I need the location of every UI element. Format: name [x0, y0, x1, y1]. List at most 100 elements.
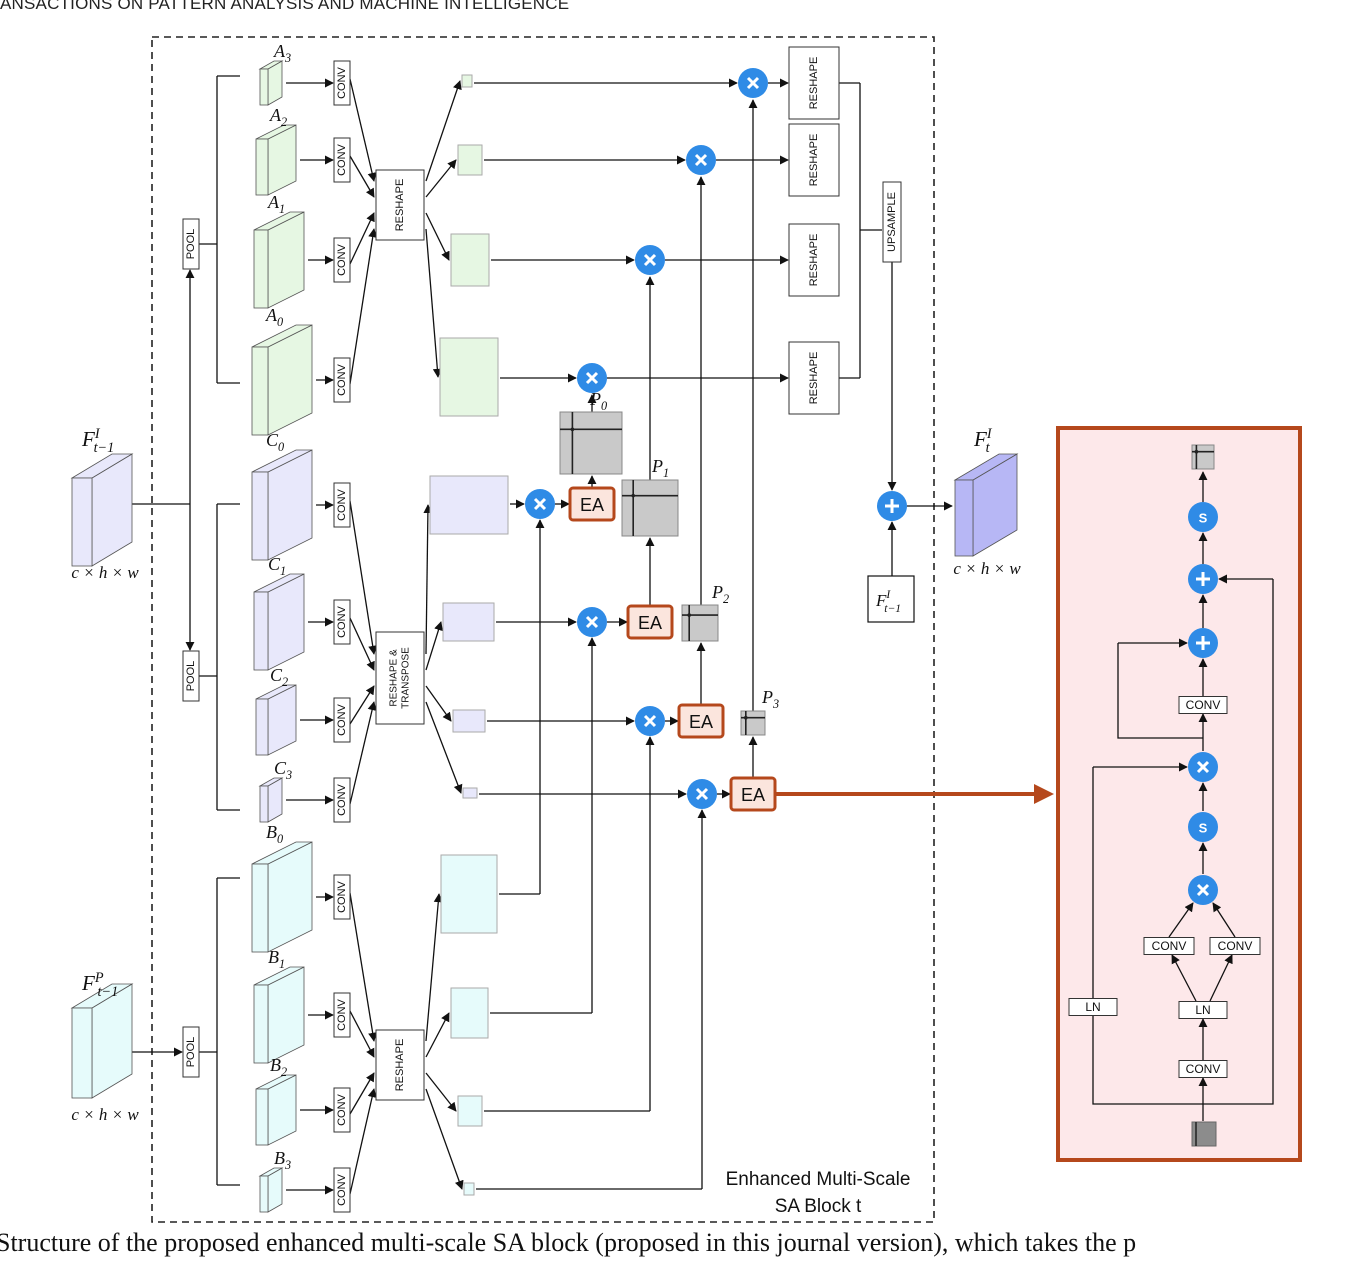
ea-0-label: EA — [580, 495, 604, 515]
arrow — [349, 212, 375, 265]
map-C1 — [442, 602, 495, 642]
arrow — [349, 1072, 375, 1115]
input-P-dims: c × h × w — [71, 1105, 139, 1124]
label-B3: B3 — [274, 1148, 291, 1172]
reshape-A: RESHAPE — [375, 169, 425, 241]
arrow — [349, 685, 375, 725]
ea-2-label: EA — [689, 712, 713, 732]
ea-1-label: EA — [638, 613, 662, 633]
output-feature — [953, 453, 1019, 557]
panel-sigmoid-mid-label: S — [1199, 821, 1208, 836]
map-A0 — [439, 337, 499, 417]
panel-conv-bottom-label: CONV — [1186, 1062, 1221, 1076]
label-C2: C2 — [270, 665, 288, 689]
reshape-A-label: RESHAPE — [394, 179, 406, 232]
mult-A1 — [635, 245, 665, 275]
panel-conv-bottom: CONV — [1178, 1060, 1228, 1078]
arrow — [423, 504, 433, 655]
panel-mult-bottom — [1188, 875, 1218, 905]
map-C0 — [429, 475, 509, 535]
feature-B1 — [253, 966, 305, 1064]
input-I-dims: c × h × w — [71, 563, 139, 582]
feature-B2 — [255, 1074, 297, 1146]
panel-conv-top-label: CONV — [1186, 698, 1221, 712]
feature-A3 — [258, 60, 284, 106]
panel-lines — [1092, 471, 1274, 1121]
conv-A2: CONV — [333, 137, 351, 183]
panel-conv-left-label: CONV — [1152, 939, 1187, 953]
conv-A0: CONV — [333, 357, 351, 403]
reshape-B: RESHAPE — [375, 1029, 425, 1101]
conv-C3: CONV — [333, 777, 351, 823]
attention-map-P2 — [681, 604, 719, 642]
conv-B1-label: CONV — [336, 998, 348, 1030]
mult-C2 — [635, 706, 665, 736]
connection-lines — [132, 75, 953, 1195]
label-A0: A0 — [265, 305, 283, 329]
conv-A3-label: CONV — [336, 66, 348, 98]
label-B0: B0 — [266, 822, 283, 846]
conv-B0: CONV — [333, 874, 351, 920]
mult-C0 — [525, 489, 555, 519]
label-A1: A1 — [267, 192, 285, 216]
map-C2 — [452, 709, 486, 733]
figure-caption: Structure of the proposed enhanced multi… — [0, 1228, 1137, 1257]
panel-ln-left-label: LN — [1085, 1000, 1100, 1014]
ea-1: EA — [626, 604, 674, 640]
feature-B3 — [258, 1167, 284, 1213]
mult-A0 — [577, 363, 607, 393]
arrow — [425, 701, 463, 794]
map-A2 — [457, 144, 483, 176]
label-C3: C3 — [274, 758, 292, 782]
label-P0: P0 — [589, 389, 607, 413]
ea-2: EA — [677, 703, 725, 739]
pool-B-label: POOL — [185, 1037, 197, 1068]
ea-3-label: EA — [741, 785, 765, 805]
conv-A2-label: CONV — [336, 143, 348, 175]
arrow — [1171, 954, 1197, 1002]
conv-A0-label: CONV — [336, 363, 348, 395]
residual-input — [867, 575, 915, 623]
panel-conv-left: CONV — [1143, 937, 1195, 955]
map-B2 — [457, 1095, 483, 1127]
ea-detail-panel — [1056, 426, 1302, 1162]
reshape-out-1-label: RESHAPE — [808, 234, 820, 287]
conv-A3: CONV — [333, 60, 351, 106]
map-B0 — [440, 854, 498, 934]
label-P2: P2 — [711, 582, 729, 606]
feature-C1 — [253, 573, 305, 671]
pool-C-label: POOL — [185, 661, 197, 692]
conv-B3-label: CONV — [336, 1173, 348, 1205]
panel-ln-center: LN — [1178, 1001, 1228, 1019]
conv-C1-label: CONV — [336, 605, 348, 637]
arrow — [425, 212, 450, 261]
ea-0: EA — [568, 486, 616, 522]
page-header: ANSACTIONS ON PATTERN ANALYSIS AND MACHI… — [0, 0, 570, 13]
reshape-transpose-line1: RESHAPE & — [389, 649, 400, 707]
arrow — [425, 159, 457, 198]
reshape-out-2: RESHAPE — [788, 123, 840, 197]
label-C1: C1 — [268, 554, 286, 578]
arrow — [425, 893, 443, 1042]
arrow — [349, 228, 378, 385]
map-C3 — [462, 787, 478, 799]
map-A1 — [450, 233, 490, 287]
panel-conv-right: CONV — [1209, 937, 1261, 955]
conv-C3-label: CONV — [336, 783, 348, 815]
conv-B2-label: CONV — [336, 1093, 348, 1125]
attention-map-P1 — [621, 479, 679, 537]
label-B2: B2 — [270, 1055, 287, 1079]
output-dims: c × h × w — [953, 559, 1021, 578]
arrow — [349, 155, 375, 198]
arrow — [349, 1088, 377, 1195]
arrow — [349, 1010, 375, 1058]
panel-P3-hat-map — [1191, 1121, 1217, 1147]
residual-add — [877, 491, 907, 521]
feature-C0 — [251, 449, 313, 561]
mult-C1 — [577, 607, 607, 637]
arrow — [425, 228, 442, 378]
